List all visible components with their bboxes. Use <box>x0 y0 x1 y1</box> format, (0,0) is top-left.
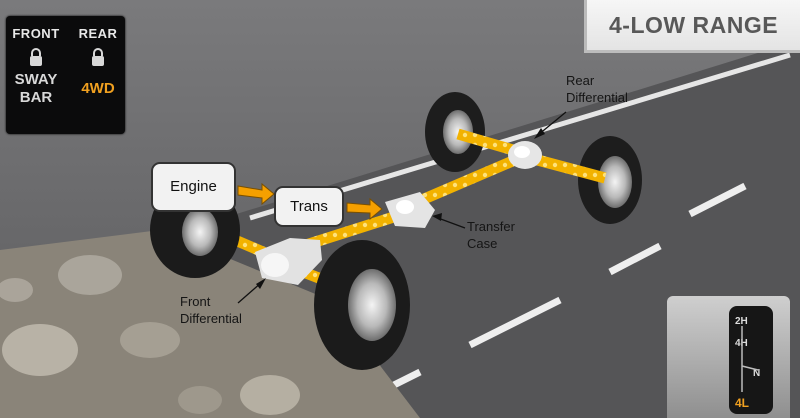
rear-diff-line1: Rear <box>566 73 595 88</box>
trans-label: Trans <box>274 186 344 227</box>
rear-indicator: REAR 4WD <box>70 26 126 98</box>
front-status-line1: SWAY <box>14 71 58 88</box>
front-diff-pointer <box>237 278 266 304</box>
rear-status: 4WD <box>81 80 115 97</box>
front-diff-line2: Differential <box>180 311 242 326</box>
engine-label: Engine <box>151 162 236 212</box>
transfer-line1: Transfer <box>467 219 515 234</box>
lock-indicator-panel: FRONT SWAY BAR REAR 4WD <box>6 16 125 134</box>
gear-shifter-panel: 2H 4H N 4L <box>667 296 790 418</box>
gear-n: N <box>753 368 761 379</box>
front-label: FRONT <box>12 26 60 41</box>
transfer-case-label: Transfer Case <box>467 218 515 252</box>
front-status-line2: BAR <box>19 89 53 106</box>
transfer-line2: Case <box>467 236 498 251</box>
front-differential <box>255 238 322 285</box>
front-differential-label: Front Differential <box>180 293 242 327</box>
rear-lock-icon <box>92 48 104 66</box>
gear-4l: 4L <box>735 396 750 410</box>
rear-label: REAR <box>78 26 118 41</box>
transfer-case <box>385 192 435 228</box>
engine-to-trans-arrow <box>237 182 275 206</box>
rear-differential-label: Rear Differential <box>566 72 628 106</box>
rear-diff-pointer <box>534 111 567 139</box>
rear-left-wheel <box>425 92 485 172</box>
gear-4h: 4H <box>735 338 748 349</box>
rear-differential <box>508 141 542 169</box>
mode-text: 4-LOW RANGE <box>609 12 779 38</box>
transfer-case-pointer <box>432 213 466 229</box>
gear-2h: 2H <box>735 316 748 327</box>
front-diff-line1: Front <box>180 294 211 309</box>
trans-to-transfer-arrow <box>346 197 383 221</box>
rocks <box>0 255 300 415</box>
rear-right-wheel <box>578 136 642 224</box>
rear-diff-line2: Differential <box>566 90 628 105</box>
front-lock-icon <box>30 48 42 66</box>
mode-banner: 4-LOW RANGE <box>584 0 800 53</box>
front-indicator: FRONT SWAY BAR <box>8 26 64 107</box>
front-right-wheel <box>314 240 410 370</box>
